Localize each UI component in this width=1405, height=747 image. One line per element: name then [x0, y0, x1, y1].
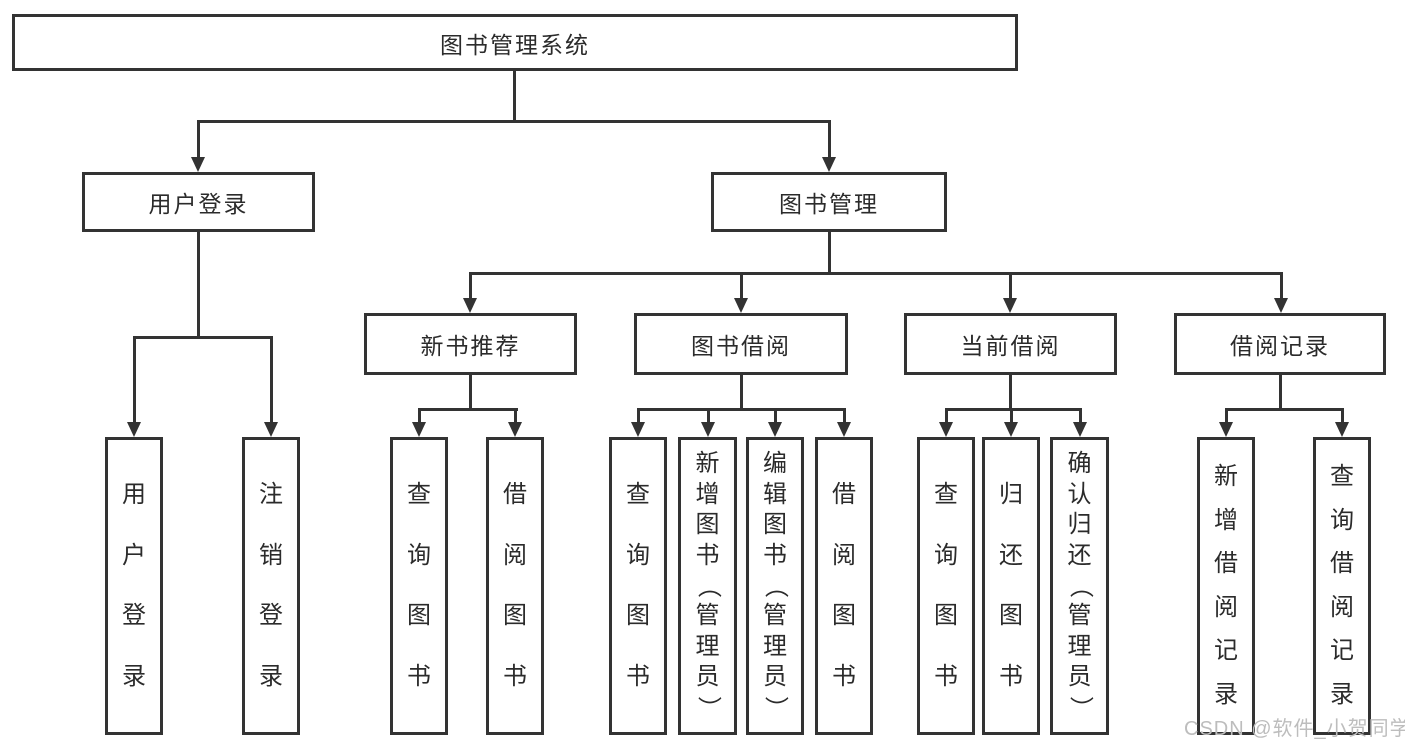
connector-line	[1225, 408, 1344, 411]
node-library-management-system: 图书管理系统	[12, 14, 1018, 71]
connector-line	[197, 120, 831, 123]
connector-arrowhead	[1073, 422, 1087, 437]
node-label: 用户登录	[148, 191, 249, 217]
leaf-label: 查询图书	[626, 480, 650, 691]
node-current-borrowing: 当前借阅	[904, 313, 1117, 375]
connector-line	[740, 375, 743, 410]
connector-line	[774, 408, 777, 423]
connector-arrowhead	[508, 422, 522, 437]
connector-arrowhead	[701, 422, 715, 437]
connector-line	[1280, 272, 1283, 299]
connector-arrowhead	[939, 422, 953, 437]
connector-line	[418, 408, 421, 423]
node-label: 新书推荐	[420, 333, 521, 359]
connector-arrowhead	[837, 422, 851, 437]
leaf-logout: 注销登录	[242, 437, 300, 735]
connector-line	[828, 120, 831, 158]
connector-line	[469, 375, 472, 410]
connector-arrowhead	[264, 422, 278, 437]
leaf-label: 新增图书（管理员）	[694, 450, 722, 720]
connector-arrowhead	[1219, 422, 1233, 437]
connector-line	[1279, 375, 1282, 410]
connector-line	[133, 336, 136, 423]
connector-line	[469, 272, 1283, 275]
node-new-book-recommendation: 新书推荐	[364, 313, 577, 375]
leaf-add-books-admin: 新增图书（管理员）	[678, 437, 737, 735]
leaf-query-books-current: 查询图书	[917, 437, 975, 735]
leaf-label: 借阅图书	[832, 480, 856, 691]
connector-line	[197, 232, 200, 338]
connector-arrowhead	[412, 422, 426, 437]
leaf-label: 归还图书	[999, 480, 1023, 691]
leaf-label: 注销登录	[259, 480, 283, 691]
leaf-add-borrow-record: 新增借阅记录	[1197, 437, 1255, 735]
connector-line	[197, 120, 200, 158]
connector-line	[707, 408, 710, 423]
leaf-edit-books-admin: 编辑图书（管理员）	[746, 437, 804, 735]
connector-line	[637, 408, 640, 423]
connector-arrowhead	[631, 422, 645, 437]
node-label: 借阅记录	[1230, 333, 1330, 359]
node-book-borrowing: 图书借阅	[634, 313, 848, 375]
connector-line	[1009, 272, 1012, 299]
leaf-label: 查询图书	[934, 480, 958, 691]
connector-arrowhead	[463, 298, 477, 313]
leaf-user-login: 用户登录	[105, 437, 163, 735]
connector-line	[637, 408, 846, 411]
connector-line	[1079, 408, 1082, 423]
leaf-label: 用户登录	[122, 480, 146, 691]
connector-line	[1225, 408, 1228, 423]
watermark-text: CSDN @软件_小贺同学	[1184, 718, 1405, 740]
node-borrowing-records: 借阅记录	[1174, 313, 1386, 375]
leaf-label: 编辑图书（管理员）	[762, 450, 789, 720]
connector-arrowhead	[1335, 422, 1349, 437]
connector-arrowhead	[1004, 422, 1018, 437]
leaf-label: 新增借阅记录	[1214, 463, 1238, 708]
connector-arrowhead	[822, 157, 836, 172]
leaf-return-books: 归还图书	[982, 437, 1040, 735]
connector-line	[843, 408, 846, 423]
node-user-login: 用户登录	[82, 172, 315, 232]
leaf-query-books-recommend: 查询图书	[390, 437, 448, 735]
leaf-label: 借阅图书	[503, 480, 527, 691]
connector-line	[945, 408, 948, 423]
leaf-borrow-books: 借阅图书	[815, 437, 873, 735]
leaf-label: 查询借阅记录	[1330, 463, 1354, 708]
leaf-borrow-books-recommend: 借阅图书	[486, 437, 544, 735]
connector-line	[514, 408, 517, 423]
connector-line	[828, 232, 831, 274]
leaf-confirm-return-admin: 确认归还（管理员）	[1050, 437, 1109, 735]
node-label: 图书管理	[779, 191, 879, 217]
connector-arrowhead	[127, 422, 141, 437]
connector-line	[469, 272, 472, 299]
connector-arrowhead	[734, 298, 748, 313]
connector-line	[513, 71, 516, 121]
node-book-management: 图书管理	[711, 172, 947, 232]
node-label: 当前借阅	[960, 333, 1061, 359]
connector-line	[133, 336, 273, 339]
leaf-query-borrow-record: 查询借阅记录	[1313, 437, 1371, 735]
connector-line	[418, 408, 518, 411]
node-label: 图书借阅	[691, 333, 791, 359]
connector-line	[945, 408, 1082, 411]
connector-line	[270, 336, 273, 423]
leaf-label: 确认归还（管理员）	[1066, 450, 1094, 720]
connector-line	[740, 272, 743, 299]
connector-line	[1010, 408, 1013, 423]
leaf-label: 查询图书	[407, 480, 431, 691]
connector-arrowhead	[768, 422, 782, 437]
connector-line	[1341, 408, 1344, 423]
connector-arrowhead	[1003, 298, 1017, 313]
node-label: 图书管理系统	[440, 31, 590, 58]
leaf-query-books-borrowing: 查询图书	[609, 437, 667, 735]
connector-arrowhead	[1274, 298, 1288, 313]
connector-line	[1009, 375, 1012, 410]
connector-arrowhead	[191, 157, 205, 172]
